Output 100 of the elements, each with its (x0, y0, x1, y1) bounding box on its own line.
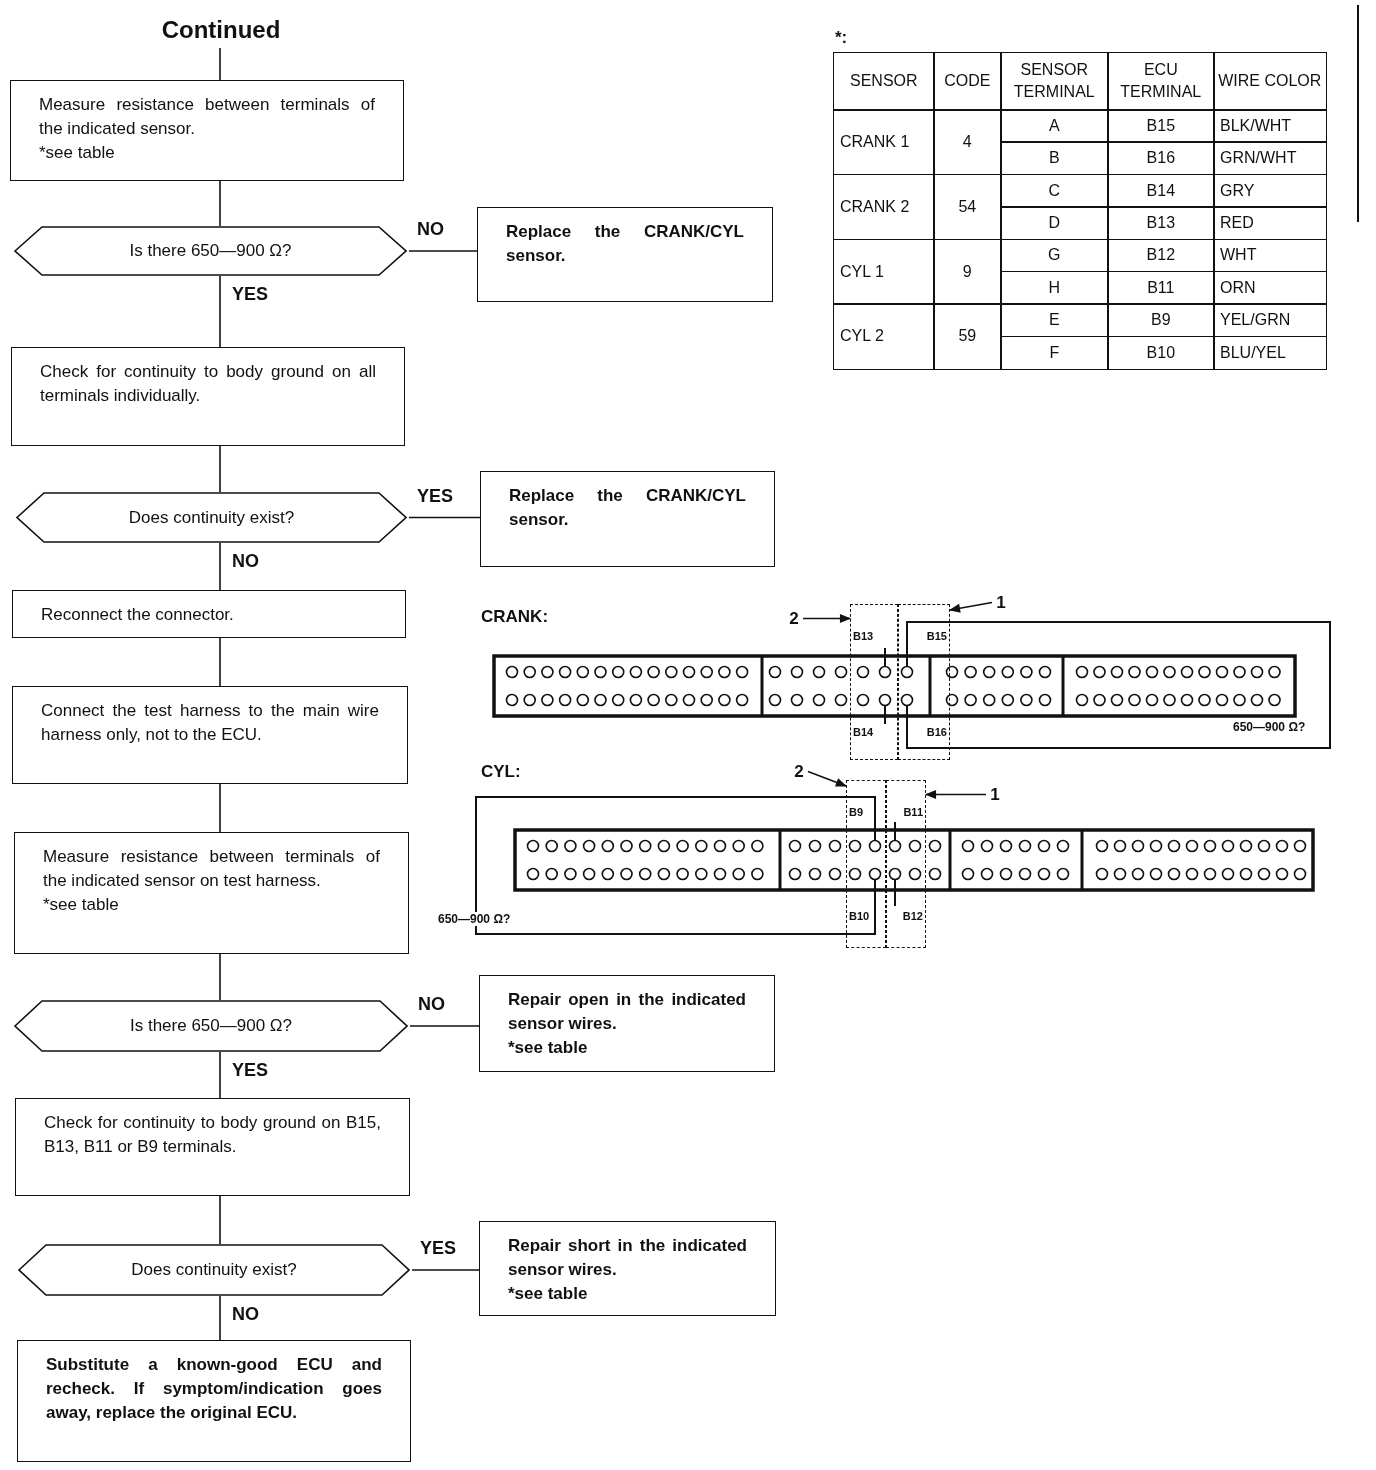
question-text: Is there 650—900 Ω? (129, 241, 292, 261)
heading: Continued (150, 16, 292, 48)
table-cell: G (1000, 238, 1109, 273)
step-text: Connect the test harness to the main wire harness only, not to the ECU. (41, 700, 379, 746)
table-cell: 9 (933, 238, 1002, 305)
leader-arrow (802, 614, 852, 623)
process-box (479, 975, 775, 1072)
table-header-cell: SENSOR TERMINAL (1000, 52, 1109, 111)
table-cell: GRN/WHT (1213, 141, 1327, 176)
table-cell: B9 (1107, 303, 1215, 338)
process-box (11, 347, 405, 446)
table-cell: B15 (1107, 109, 1215, 143)
step-text: Reconnect the connector. (41, 604, 235, 626)
step-text: Check for continuity to body ground on all terminals individually. (40, 361, 376, 407)
table-cell: 54 (933, 173, 1002, 241)
table-cell: CYL 1 (833, 238, 935, 305)
step-text: Measure resistance between terminals of the indicated sensor on test harness. (43, 846, 380, 892)
terminal-label: B14 (853, 725, 874, 739)
connector-line (219, 542, 221, 591)
terminal-label: B11 (903, 805, 923, 819)
connector-line (411, 1269, 480, 1271)
connector-line (219, 1051, 221, 1099)
table-header-cell: WIRE COLOR (1213, 52, 1327, 111)
table-cell: WHT (1213, 238, 1327, 273)
terminal-label: B12 (902, 909, 923, 923)
table-cell: B14 (1107, 173, 1215, 208)
process-box (479, 1221, 776, 1316)
connector-line (219, 1295, 221, 1341)
table-cell: YEL/GRN (1213, 303, 1327, 338)
terminal-label: B9 (849, 805, 864, 819)
leader-arrow (924, 790, 987, 799)
step-text: Substitute a known-good ECU and recheck. If symptom/indication goes away, replace the original ECU. (46, 1354, 382, 1424)
process-box (477, 207, 773, 302)
step-text: Repair open in the indicated sensor wires. (508, 989, 746, 1035)
step-text: Repair short in the indicated sensor wires. (508, 1235, 747, 1281)
callout-number: 2 (787, 608, 801, 629)
note-text: *see table (508, 1283, 589, 1305)
note-text: *see table (43, 894, 120, 916)
table-cell: D (1000, 206, 1109, 241)
table-cell: CRANK 2 (833, 173, 935, 241)
table-cell: ORN (1213, 270, 1327, 305)
terminal-label: B15 (926, 629, 947, 643)
connector-line (219, 180, 221, 227)
table-header-cell: CODE (933, 52, 1002, 111)
table-cell: B10 (1107, 335, 1215, 370)
table-cell: C (1000, 173, 1109, 208)
table-cell: F (1000, 335, 1109, 370)
callout-number: 2 (792, 761, 806, 782)
table-cell: B13 (1107, 206, 1215, 241)
table-cell: 59 (933, 303, 1002, 370)
process-box (10, 80, 404, 181)
connector-line (408, 250, 478, 252)
process-box (12, 590, 406, 638)
connector-line (219, 275, 221, 348)
table-cell: E (1000, 303, 1109, 338)
table-header-cell: SENSOR (833, 52, 935, 111)
table-cell: H (1000, 270, 1109, 305)
connector-line (219, 445, 221, 493)
table-cell: CRANK 1 (833, 109, 935, 176)
table-header-cell: ECU TERMINAL (1107, 52, 1215, 111)
step-text: Measure resistance between terminals of the indicated sensor. (39, 94, 375, 140)
process-box (15, 1098, 410, 1196)
process-box (14, 832, 409, 954)
table-cell: A (1000, 109, 1109, 143)
terminal-label: B10 (849, 909, 870, 923)
table-cell: CYL 2 (833, 303, 935, 370)
table-cell: B11 (1107, 270, 1215, 305)
process-box (17, 1340, 411, 1462)
table-cell: RED (1213, 206, 1327, 241)
table-cell: B (1000, 141, 1109, 176)
terminal-label: B13 (853, 629, 874, 643)
connector-line (219, 637, 221, 687)
connector-line (219, 783, 221, 833)
process-box (480, 471, 775, 567)
dashed-outline (850, 604, 898, 760)
connector-line (408, 516, 481, 519)
leader-arrow (948, 601, 993, 613)
step-text: Replace the CRANK/CYL sensor. (509, 485, 746, 531)
value-label: 650—900 Ω? (1232, 720, 1307, 734)
connector-line (409, 1025, 480, 1027)
note-text: *see table (39, 142, 116, 164)
step-text: Check for continuity to body ground on B15, B13, B11 or B9 terminals. (44, 1112, 381, 1158)
connector-line (219, 953, 221, 1001)
note-text: *see table (508, 1037, 589, 1059)
process-box (12, 686, 408, 784)
table-cell: 4 (933, 109, 1002, 176)
callout-number: 1 (988, 784, 1002, 805)
question-text: Does continuity exist? (128, 507, 295, 528)
question-text: Is there 650—900 Ω? (130, 1016, 292, 1036)
connector-line (219, 47, 221, 81)
step-text: Replace the CRANK/CYL sensor. (506, 221, 744, 267)
dashed-outline (846, 780, 886, 948)
table-cell: B12 (1107, 238, 1215, 273)
table-cell: BLU/YEL (1213, 335, 1327, 370)
dashed-outline (898, 604, 950, 760)
dashed-outline (886, 780, 926, 948)
value-label: 650—900 Ω? (437, 912, 512, 926)
terminal-label: B16 (926, 725, 947, 739)
table-cell: GRY (1213, 173, 1327, 208)
connector-line (219, 1195, 221, 1245)
